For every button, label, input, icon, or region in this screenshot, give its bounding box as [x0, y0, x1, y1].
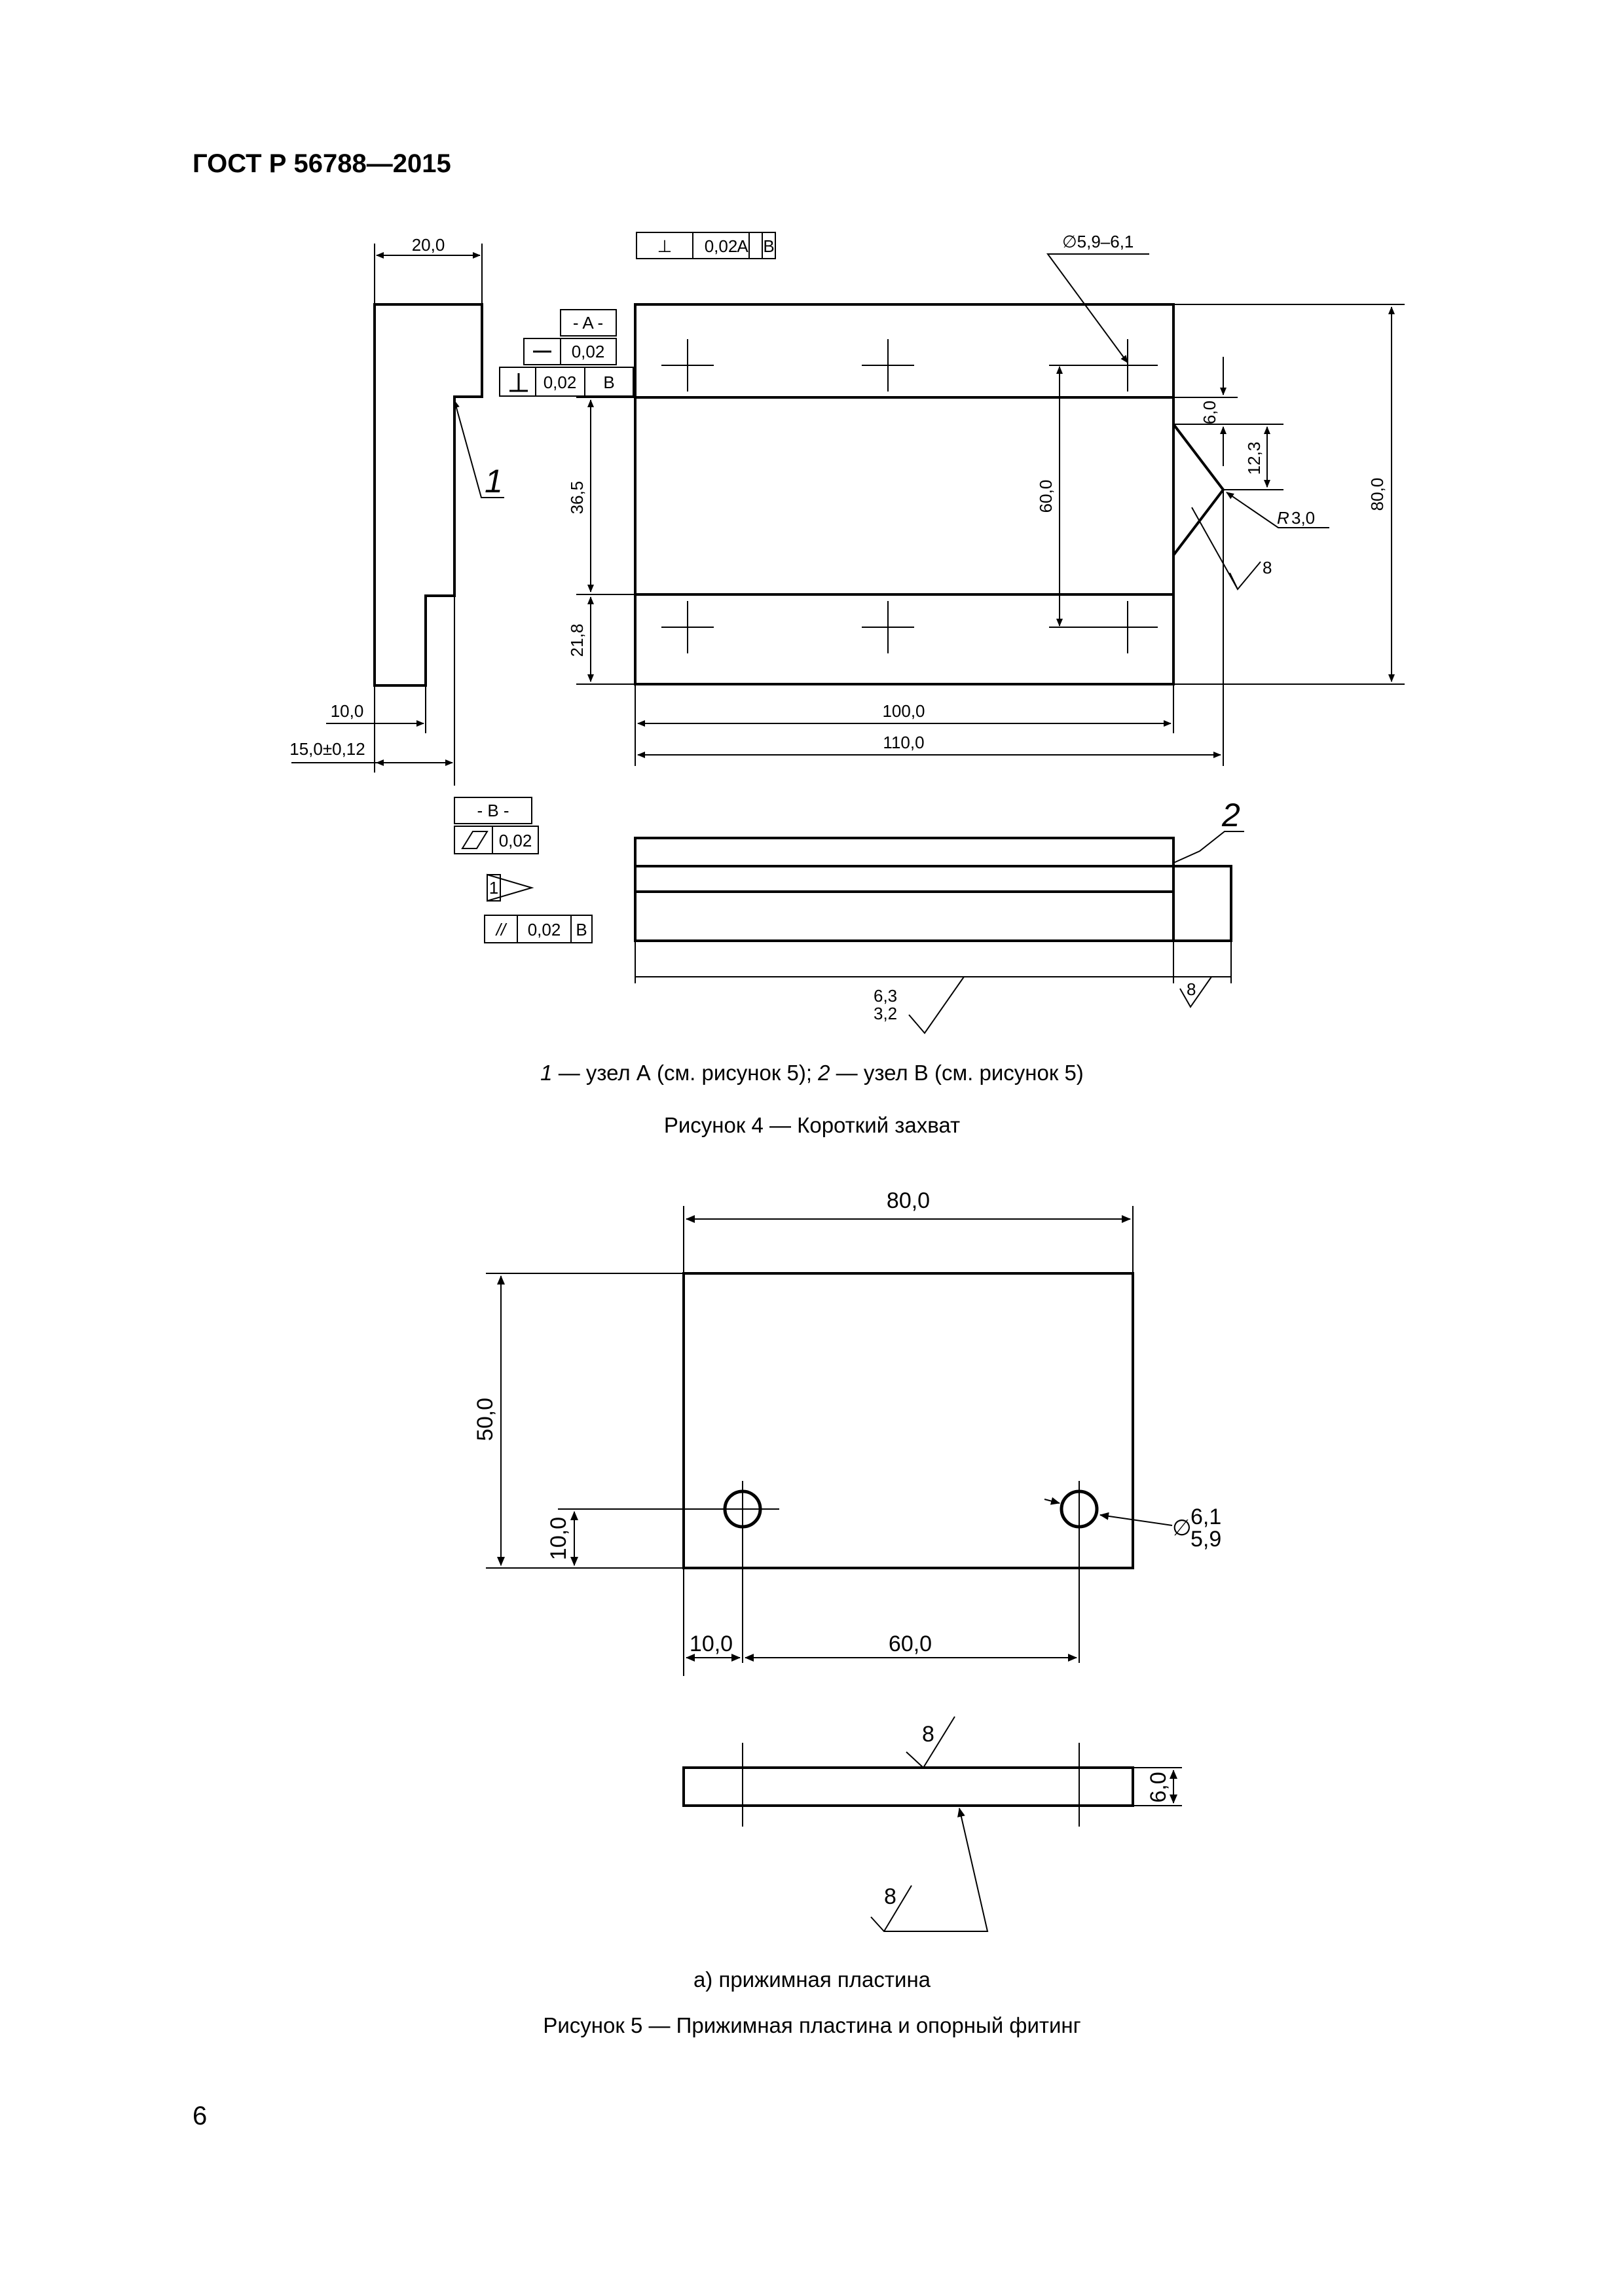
tol-perp-symbol: ⊥	[657, 236, 673, 256]
leader-label-1: 1	[485, 463, 503, 500]
dim-80: 80,0	[1367, 478, 1387, 511]
dim-6: 6,0	[1200, 401, 1219, 424]
tol-perp-ref-a: A	[737, 236, 748, 256]
tol-perp-ref-b: B	[763, 236, 774, 256]
radius-value: 3,0	[1291, 508, 1315, 528]
dim-100: 100,0	[882, 701, 925, 721]
datum-b: - B -	[477, 801, 509, 820]
plate-top-view	[682, 1272, 1134, 1569]
dim-36: 36,5	[567, 481, 587, 515]
dim-80-plate: 80,0	[887, 1188, 930, 1213]
figure-5-caption: Рисунок 5 — Прижимная пластина и опорный…	[543, 2013, 1081, 2037]
roughness-8-wedge: 8	[1263, 558, 1272, 577]
figure-4-drawing: 20,0 10,0 15,0±0,12 1 36,5 21,8 60,0 80,…	[289, 232, 1405, 1034]
perp-ref: B	[603, 373, 614, 392]
perp-value: 0,02	[544, 373, 577, 392]
dim-60: 60,0	[1036, 480, 1056, 513]
dim-50-plate: 50,0	[473, 1398, 498, 1441]
roughness-8-bottom: 8	[884, 1884, 896, 1909]
roughness-8-top: 8	[922, 1722, 934, 1747]
note-flag: 1	[489, 878, 498, 898]
dim-10-vertical: 10,0	[546, 1517, 571, 1560]
hole-diameter-max: 6,1	[1190, 1504, 1221, 1529]
document-header: ГОСТ Р 56788—2015	[193, 149, 451, 178]
leader-label-2: 2	[1221, 797, 1240, 833]
front-view-body	[634, 303, 1175, 685]
flatness-value: 0,02	[572, 342, 605, 361]
dim-110: 110,0	[883, 733, 924, 752]
dim-6-plate: 6,0	[1146, 1772, 1171, 1802]
roughness-63: 6,3	[874, 986, 897, 1006]
dim-21: 21,8	[567, 624, 587, 657]
hole-diameter-min: 5,9	[1190, 1527, 1221, 1552]
dim-12: 12,3	[1244, 442, 1264, 475]
plate-side-view	[682, 1766, 1134, 1807]
legend-num-1: 1	[540, 1061, 553, 1085]
parallel-value: 0,02	[528, 920, 561, 939]
dim-10-horizontal: 10,0	[690, 1631, 733, 1656]
dim-60-plate: 60,0	[889, 1631, 932, 1656]
legend-num-2: 2	[818, 1061, 830, 1085]
flatness-b-value: 0,02	[499, 831, 532, 850]
page-number: 6	[193, 2102, 208, 2130]
legend-text-1: — узел А (см. рисунок 5);	[552, 1061, 819, 1085]
roughness-32: 3,2	[874, 1004, 897, 1023]
radius-label: R	[1277, 508, 1289, 528]
leader-1	[453, 400, 504, 498]
figure-4-caption: Рисунок 4 — Короткий захват	[663, 1113, 961, 1137]
dim-10-side: 10,0	[331, 701, 364, 721]
legend-text-2: — узел B (см. рисунок 5)	[830, 1061, 1084, 1085]
dim-20: 20,0	[412, 235, 445, 255]
tol-perp-value: 0,02	[705, 236, 738, 256]
figure-4-legend: 1 — узел А (см. рисунок 5); 2 — узел B (…	[0, 1061, 1624, 1085]
hole-dim: ∅5,9–6,1	[1062, 232, 1134, 251]
hole-diameter-symbol: ∅	[1172, 1516, 1192, 1540]
hole-crosses	[661, 339, 1158, 653]
dim-15: 15,0±0,12	[289, 739, 365, 759]
parallel-ref: B	[576, 920, 587, 939]
parallel-symbol: //	[495, 920, 507, 939]
roughness-8-side: 8	[1187, 979, 1196, 999]
figure-5-subcaption: а) прижимная пластина	[693, 1967, 931, 1992]
datum-a: - A -	[573, 313, 603, 333]
figure-5-drawing: 80,0 50,0 10,0 10,0 60,0 ∅ 6,1 5,9 6,0 8…	[473, 1188, 1221, 1932]
